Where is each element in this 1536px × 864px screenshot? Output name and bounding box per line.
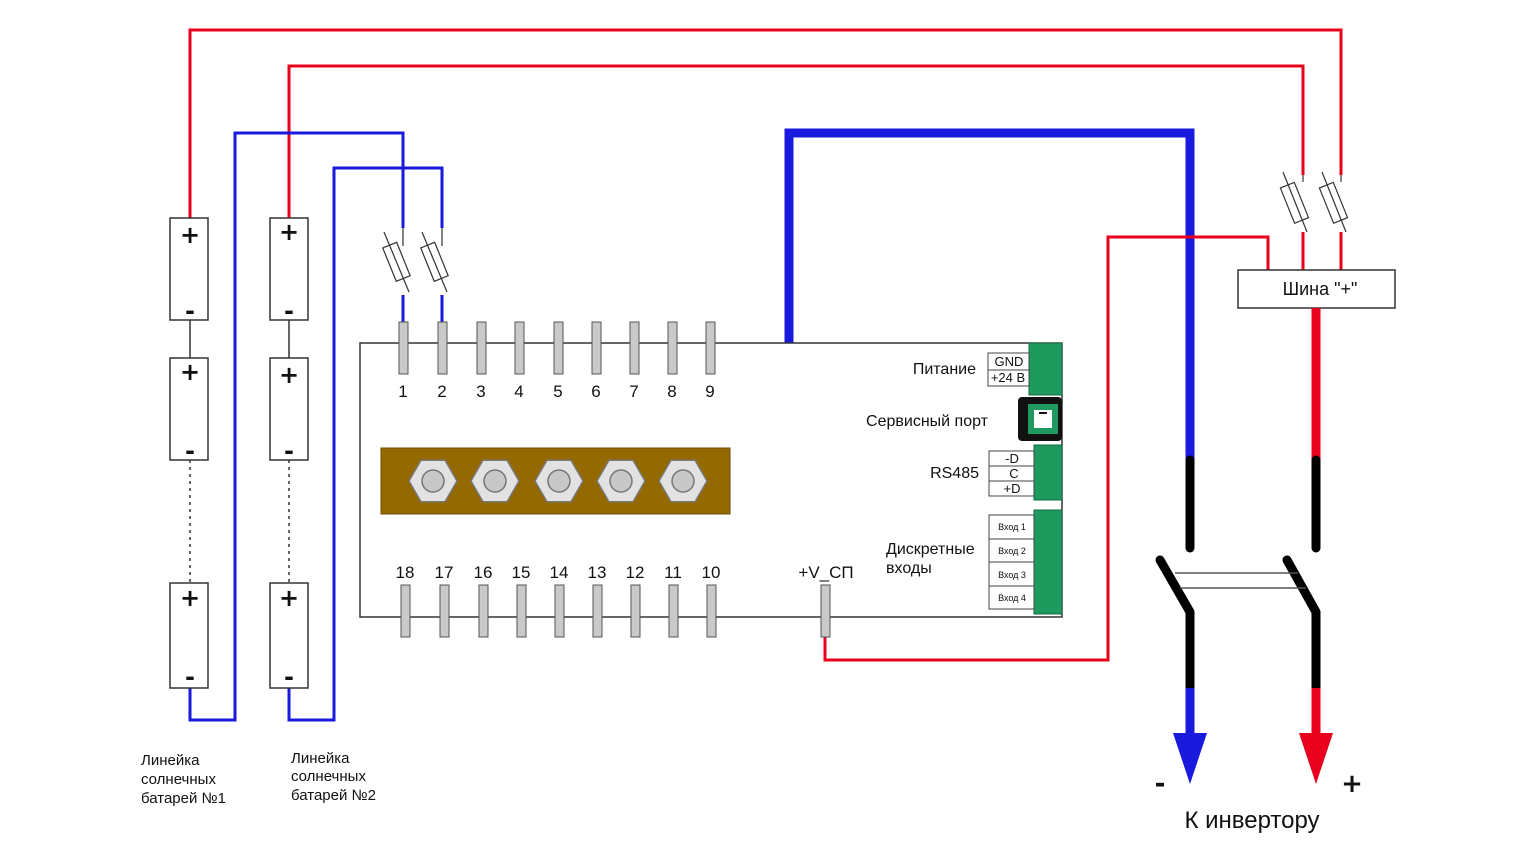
inverter-minus-arrow (1173, 733, 1207, 784)
red-wire-string2 (287, 64, 1305, 220)
rs485-pin-box (988, 450, 1035, 497)
power-connector (1028, 342, 1063, 396)
solar-string-2: + - + - + - (269, 217, 309, 691)
discrete-pin-2: Вход 2 (998, 546, 1026, 556)
power-label: Питание (913, 361, 976, 378)
service-port (1018, 397, 1062, 441)
blue-wire-string2 (287, 166, 444, 722)
terminal-top-label: 2 (437, 382, 446, 401)
discrete-label: Дискретные входы (886, 541, 979, 577)
rs485-pin-plus-d: +D (1004, 481, 1021, 496)
solar-cell (269, 357, 309, 461)
solar-cell (269, 217, 309, 321)
minus-sign: - (284, 663, 294, 691)
minus-sign: - (284, 297, 294, 325)
inverter-label: К инвертору (1184, 807, 1319, 834)
terminal-bottom-label: 17 (435, 563, 454, 582)
fuse-bus-1 (1279, 171, 1310, 270)
red-wire-vsp (823, 235, 1270, 662)
vsp-label: +V_СП (798, 563, 853, 582)
terminal-bottom (478, 584, 489, 638)
terminal-top-label: 4 (514, 382, 523, 401)
discrete-pin-4: Вход 4 (998, 593, 1026, 603)
dc-switch (1155, 455, 1321, 690)
string2-label: Линейка солнечных батарей №2 (291, 750, 376, 804)
blue-wire-string1 (188, 131, 405, 722)
terminal-top-label: 8 (667, 382, 676, 401)
solar-string-1: + - + - + - (169, 217, 209, 691)
solar-cell (269, 582, 309, 689)
terminal-top (437, 321, 448, 375)
terminal-top (476, 321, 487, 375)
red-wire-string1 (188, 28, 1343, 220)
vsp-terminal (820, 584, 831, 638)
discrete-pin-3: Вход 3 (998, 570, 1026, 580)
plus-sign: + (279, 584, 299, 612)
terminal-bottom (516, 584, 527, 638)
terminal-top-label: 5 (553, 382, 562, 401)
terminal-top-label: 7 (629, 382, 638, 401)
plus-sign: + (180, 584, 200, 612)
terminal-bottom (439, 584, 450, 638)
power-pin-gnd: GND (995, 354, 1024, 369)
plus-sign: + (180, 221, 200, 249)
power-pin-24v: +24 В (991, 370, 1025, 385)
rs485-pin-c: C (1009, 466, 1018, 481)
terminal-bottom-label: 12 (626, 563, 645, 582)
fuse-string2 (419, 228, 449, 322)
discrete-pin-1: Вход 1 (998, 522, 1026, 532)
terminal-top (553, 321, 564, 375)
discrete-connector (1033, 509, 1063, 615)
terminal-bottom-label: 15 (512, 563, 531, 582)
terminal-top (591, 321, 602, 375)
fuse-string1 (381, 228, 411, 322)
plus-sign: + (279, 361, 299, 389)
terminal-top (398, 321, 409, 375)
terminal-top-label: 3 (476, 382, 485, 401)
terminal-bottom-label: 14 (550, 563, 569, 582)
terminal-bottom-label: 13 (588, 563, 607, 582)
plus-sign: + (279, 218, 299, 246)
rs485-connector (1033, 444, 1063, 501)
busbar (380, 447, 731, 515)
solar-cell (169, 582, 209, 689)
terminal-top-label: 9 (705, 382, 714, 401)
inverter-minus-sign: - (1155, 769, 1166, 799)
terminal-bottom-label: 11 (664, 563, 682, 582)
minus-sign: - (185, 663, 195, 691)
terminal-bottom (668, 584, 679, 638)
service-port-label: Сервисный порт (866, 413, 989, 430)
solar-cell (169, 357, 209, 461)
terminal-bottom (630, 584, 641, 638)
bottom-terminals: 18 17 16 15 14 13 12 11 10 (396, 563, 721, 638)
bus-plus-label: Шина "+" (1283, 279, 1358, 299)
terminal-bottom-label: 18 (396, 563, 415, 582)
terminal-top-label: 6 (591, 382, 600, 401)
rs485-label: RS485 (930, 465, 979, 482)
minus-sign: - (185, 437, 195, 465)
rs485-pin-minus-d: -D (1005, 451, 1019, 466)
terminal-top (514, 321, 525, 375)
terminal-bottom (554, 584, 565, 638)
solar-cell (169, 217, 209, 321)
minus-sign: - (185, 297, 195, 325)
terminal-top (629, 321, 640, 375)
top-terminals: 1 2 3 4 5 6 7 8 9 (398, 321, 716, 401)
inverter-plus-arrow (1299, 733, 1333, 784)
terminal-top-label: 1 (398, 382, 407, 401)
terminal-bottom (706, 584, 717, 638)
fuse-bus-2 (1318, 171, 1349, 270)
plus-sign: + (180, 358, 200, 386)
terminal-top (667, 321, 678, 375)
terminal-bottom-label: 10 (702, 563, 721, 582)
terminal-bottom (400, 584, 411, 638)
minus-sign: - (284, 437, 294, 465)
terminal-bottom-label: 16 (474, 563, 493, 582)
string1-label: Линейка солнечных батарей №1 (141, 752, 226, 807)
terminal-top (705, 321, 716, 375)
terminal-bottom (592, 584, 603, 638)
inverter-plus-sign: + (1341, 769, 1363, 799)
